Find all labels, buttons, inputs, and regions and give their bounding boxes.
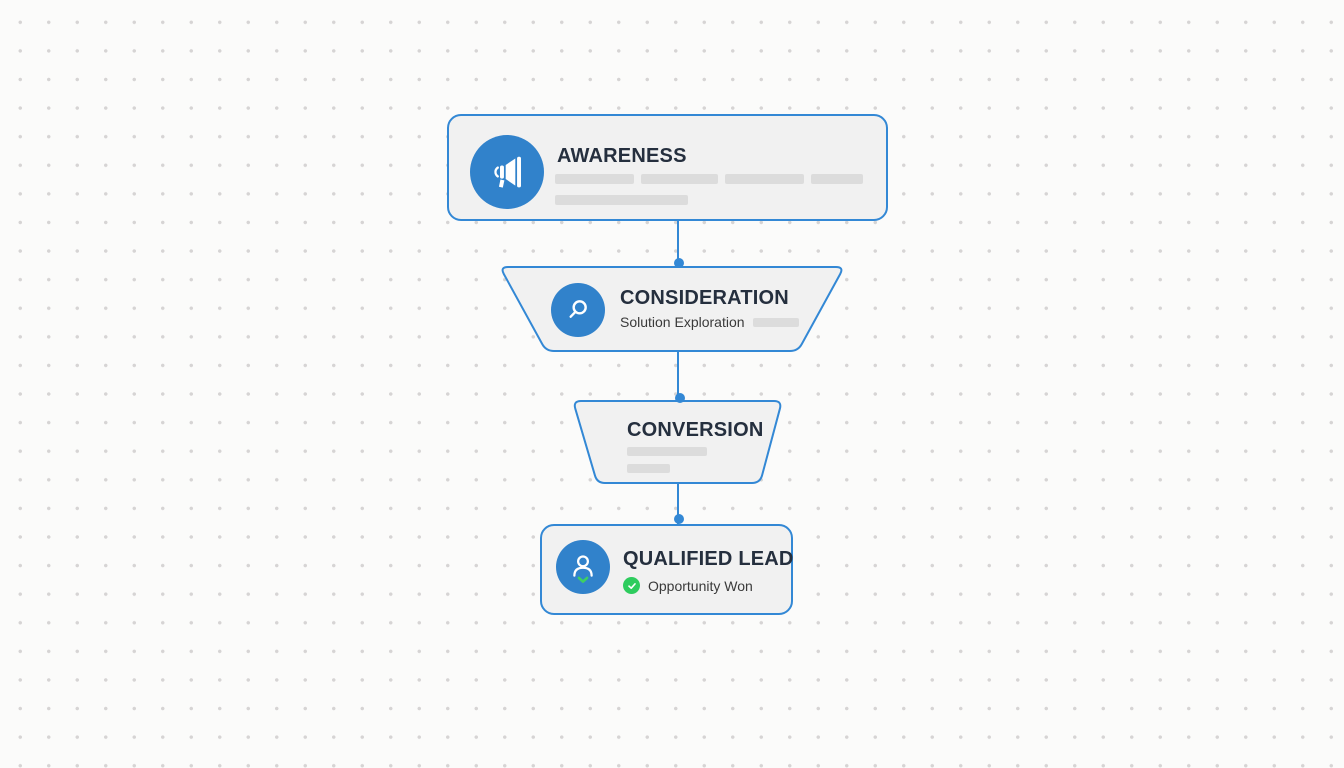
placeholder-bar (641, 174, 718, 184)
placeholder-bar-row (555, 195, 688, 205)
magnifier-icon (551, 283, 605, 337)
check-icon (623, 577, 640, 594)
stage-awareness-title: AWARENESS (557, 145, 687, 167)
placeholder-bar (555, 195, 688, 205)
stage-conversion[interactable] (571, 399, 785, 487)
megaphone-icon (470, 135, 544, 209)
check-glyph (627, 582, 636, 589)
placeholder-bar (555, 174, 634, 184)
stage-consideration-subtitle: Solution Exploration (620, 314, 745, 330)
stage-qualified-lead-subtitle: Opportunity Won (648, 577, 753, 594)
placeholder-bar (725, 174, 804, 184)
connector-dot[interactable] (675, 393, 685, 403)
placeholder-bar-row (627, 464, 670, 473)
connector-line[interactable] (677, 218, 679, 266)
magnifier-glyph (569, 300, 587, 318)
megaphone-glyph (494, 156, 521, 188)
person-icon (556, 540, 610, 594)
placeholder-bar (811, 174, 863, 184)
stage-qualified-lead-title: QUALIFIED LEAD (623, 548, 794, 570)
connector-dot[interactable] (674, 514, 684, 524)
chevron-check-icon (577, 576, 589, 583)
stage-consideration-subtitle-row: Solution Exploration (620, 314, 799, 330)
placeholder-bar (627, 464, 670, 473)
stage-consideration-title: CONSIDERATION (620, 287, 789, 309)
person-glyph (573, 555, 593, 583)
connector-line[interactable] (677, 348, 679, 400)
stage-conversion-title: CONVERSION (627, 419, 764, 441)
stage-qualified-lead-status-row: Opportunity Won (623, 577, 753, 594)
placeholder-bar-row (555, 174, 863, 184)
placeholder-bar-row (627, 447, 707, 456)
connector-line[interactable] (677, 480, 679, 525)
placeholder-bar (627, 447, 707, 456)
placeholder-bar (752, 317, 799, 327)
connector-dot[interactable] (674, 258, 684, 268)
